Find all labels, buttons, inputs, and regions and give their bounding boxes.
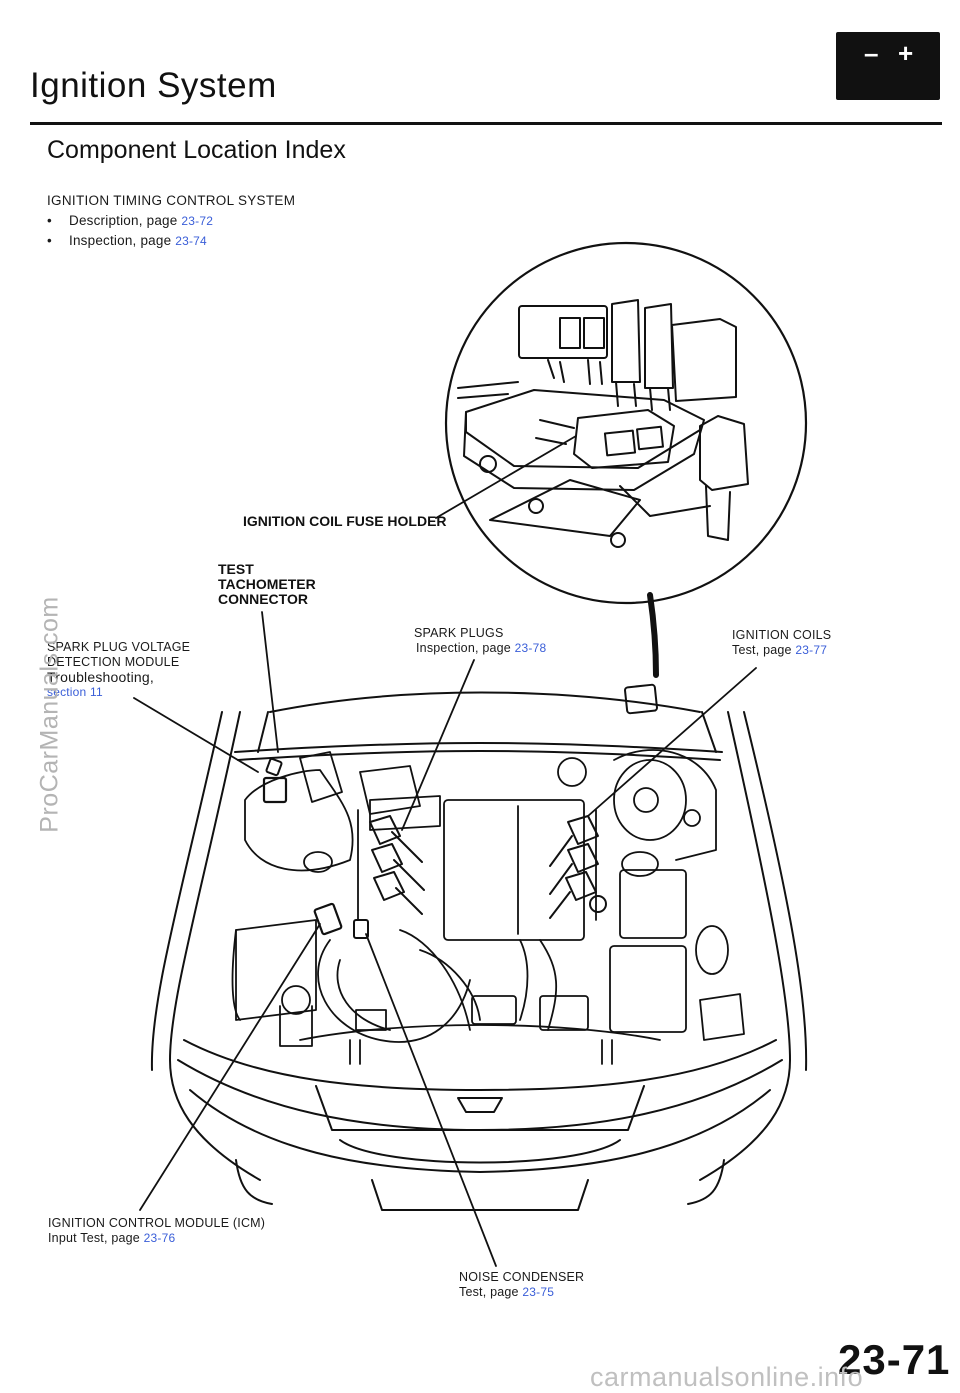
- spark-plugs-right: [549, 815, 607, 919]
- page-subtitle: Component Location Index: [47, 136, 346, 164]
- page-link[interactable]: 23-72: [181, 214, 214, 228]
- watermark: ProCarManuals.com: [35, 596, 64, 833]
- label-line: Test, page: [732, 643, 792, 657]
- label-line: NOISE CONDENSER: [459, 1270, 585, 1284]
- spark-module-box: [262, 776, 288, 804]
- label-line: TEST: [218, 561, 254, 577]
- label-noise-condenser: NOISE CONDENSER Test, page 23-75: [459, 1270, 584, 1300]
- page-link[interactable]: 23-78: [514, 641, 547, 655]
- label-icm: IGNITION CONTROL MODULE (ICM) Input Test…: [48, 1216, 265, 1246]
- label-ignition-coil-fuse-holder: IGNITION COIL FUSE HOLDER: [243, 513, 447, 529]
- page-link[interactable]: 23-76: [143, 1231, 176, 1245]
- header-rule: [30, 122, 942, 125]
- bullet-text: Inspection, page: [69, 233, 172, 248]
- label-line: TACHOMETER: [218, 576, 316, 592]
- footer-site-watermark: carmanualsonline.info: [590, 1362, 864, 1392]
- noise-condenser-box: [353, 919, 369, 939]
- label-line: SPARK PLUG VOLTAGE: [47, 640, 191, 654]
- leader-lines: [133, 435, 757, 1267]
- label-line: SPARK PLUGS: [414, 626, 504, 640]
- section-heading: IGNITION TIMING CONTROL SYSTEM: [47, 193, 296, 208]
- label-line: IGNITION CONTROL MODULE (ICM): [48, 1216, 266, 1230]
- battery-icon: – +: [836, 32, 940, 100]
- label-spark-plug-module: SPARK PLUG VOLTAGE DETECTION MODULE Trou…: [47, 640, 190, 700]
- label-line: IGNITION COILS: [732, 628, 832, 642]
- engine-components: [231, 749, 745, 1065]
- label-line: Inspection, page: [416, 641, 511, 655]
- label-line: DETECTION MODULE: [47, 655, 180, 669]
- label-line: CONNECTOR: [218, 591, 308, 607]
- battery-minus: –: [864, 38, 879, 68]
- page-link[interactable]: 23-74: [175, 234, 207, 248]
- label-test-tach-connector: TEST TACHOMETER CONNECTOR: [218, 562, 316, 607]
- car-body: [150, 691, 808, 1211]
- icm-box: [313, 902, 343, 936]
- label-line: Troubleshooting,: [47, 669, 154, 685]
- label-ignition-coils: IGNITION COILS Test, page 23-77: [732, 628, 831, 658]
- bullet-inspection: •Inspection, page 23-74: [47, 233, 207, 248]
- section-link[interactable]: section 11: [47, 685, 103, 699]
- battery-plus: +: [898, 38, 914, 68]
- label-spark-plugs: SPARK PLUGS Inspection, page 23-78: [414, 626, 546, 656]
- bullet-text: Description, page: [69, 213, 178, 228]
- page-number: 23-71: [838, 1336, 951, 1383]
- page-link[interactable]: 23-75: [522, 1285, 555, 1299]
- tach-connector-box: [265, 757, 283, 777]
- label-line: Input Test, page: [48, 1231, 140, 1245]
- page-link[interactable]: 23-77: [795, 643, 828, 657]
- fuse-holder-detail-circle: [444, 241, 808, 605]
- spark-plugs-left: [369, 815, 425, 915]
- page-title: Ignition System: [30, 66, 277, 105]
- label-line: Test, page: [459, 1285, 519, 1299]
- bullet-description: •Description, page 23-72: [47, 213, 214, 228]
